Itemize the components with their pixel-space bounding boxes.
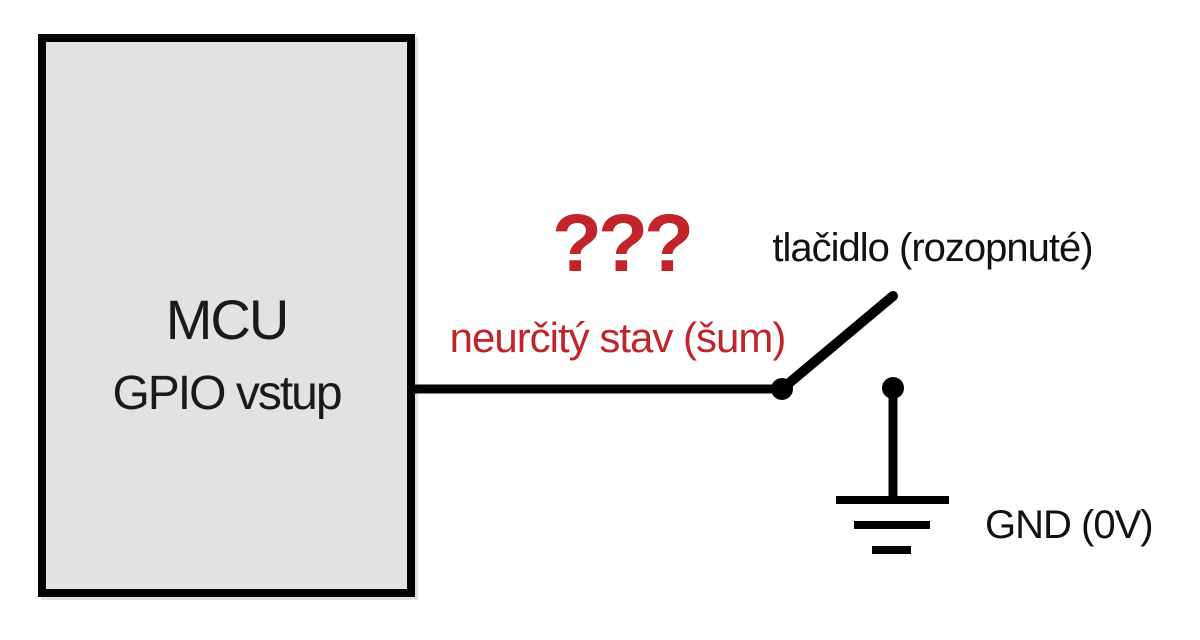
switch-blade-open — [777, 291, 898, 394]
mcu-block: MCU GPIO vstup — [38, 34, 415, 597]
uncertain-state-question-marks: ??? — [551, 198, 694, 289]
mcu-title: MCU — [165, 288, 290, 351]
button-open-label: tlačidlo (rozopnuté) — [772, 226, 1093, 270]
mcu-subtitle-gpio-input: GPIO vstup — [112, 367, 342, 420]
noise-state-label: neurčitý stav (šum) — [449, 314, 787, 361]
ground-voltage-label: GND (0V) — [985, 503, 1154, 547]
